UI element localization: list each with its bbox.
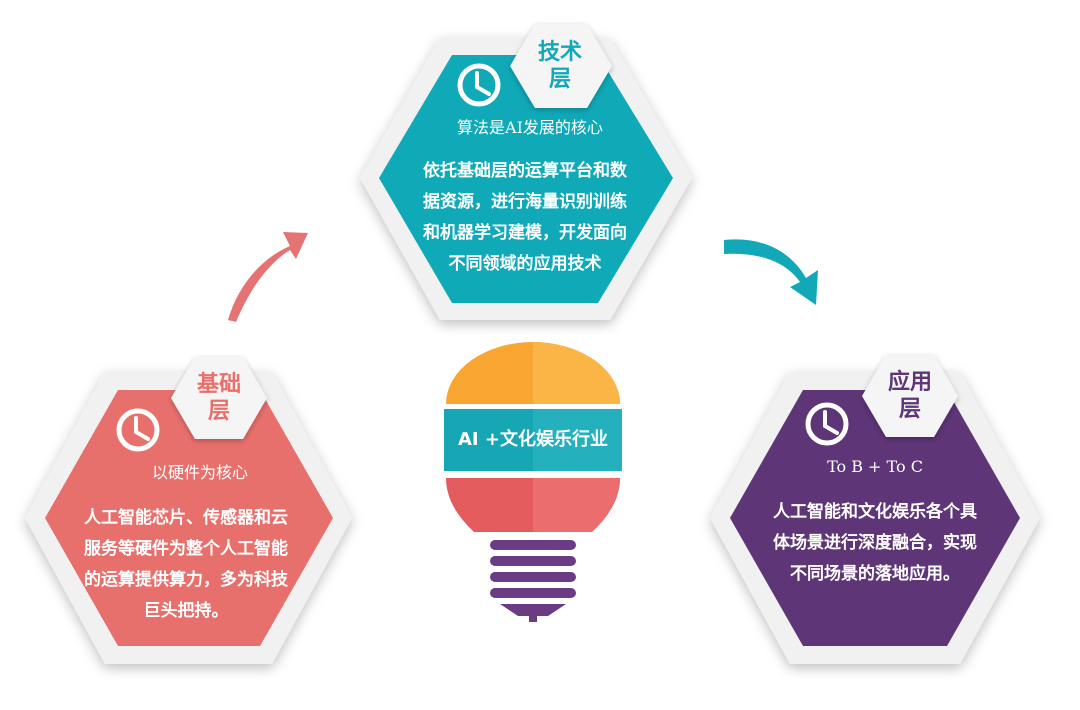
app-layer-body: 人工智能和文化娱乐各个具 体场景进行深度融合，实现 不同场景的落地应用。 — [773, 502, 977, 584]
arrow-tech-to-app — [724, 239, 818, 305]
base-hex-inner — [45, 390, 333, 646]
center-label: AI +文化娱乐行业 — [458, 429, 608, 450]
arrow-base-to-tech — [228, 232, 308, 322]
base-layer-body: 人工智能芯片、传感器和云 服务等硬件为整个人工智能 的运算提供算力，多为科技 巨… — [84, 508, 288, 621]
app-layer-title: 应用 层 — [887, 370, 932, 422]
tech-layer-body: 依托基础层的运算平台和数 据资源，进行海量识别训练 和机器学习建模，开发面向 不… — [423, 161, 627, 274]
base-layer-group — [25, 357, 352, 664]
app-hex-inner — [730, 390, 1020, 646]
lightbulb-icon — [444, 342, 622, 622]
app-layer-group — [710, 355, 1040, 664]
bulb-base-stripe — [490, 572, 576, 582]
clock-icon — [457, 63, 501, 107]
base-badge — [171, 357, 267, 439]
tech-layer-group — [360, 24, 692, 320]
tech-layer-subtitle: 算法是AI发展的核心 — [457, 118, 603, 137]
tech-layer-title: 技术 层 — [537, 40, 582, 92]
app-layer-subtitle: To B + To C — [827, 457, 923, 476]
bulb-base-stripe — [490, 540, 576, 550]
tech-badge — [510, 24, 612, 108]
bulb-base-stripe — [490, 556, 576, 566]
clock-icon — [116, 408, 160, 452]
tech-hex-inner — [379, 55, 673, 303]
base-layer-title: 基础 层 — [196, 372, 241, 424]
base-layer-subtitle: 以硬件为核心 — [151, 463, 248, 482]
bulb-base-stripe — [490, 588, 576, 598]
bulb-top-orange-shade — [533, 342, 620, 404]
app-badge — [862, 355, 958, 437]
bulb-tip — [500, 604, 566, 616]
clock-icon — [805, 402, 849, 446]
